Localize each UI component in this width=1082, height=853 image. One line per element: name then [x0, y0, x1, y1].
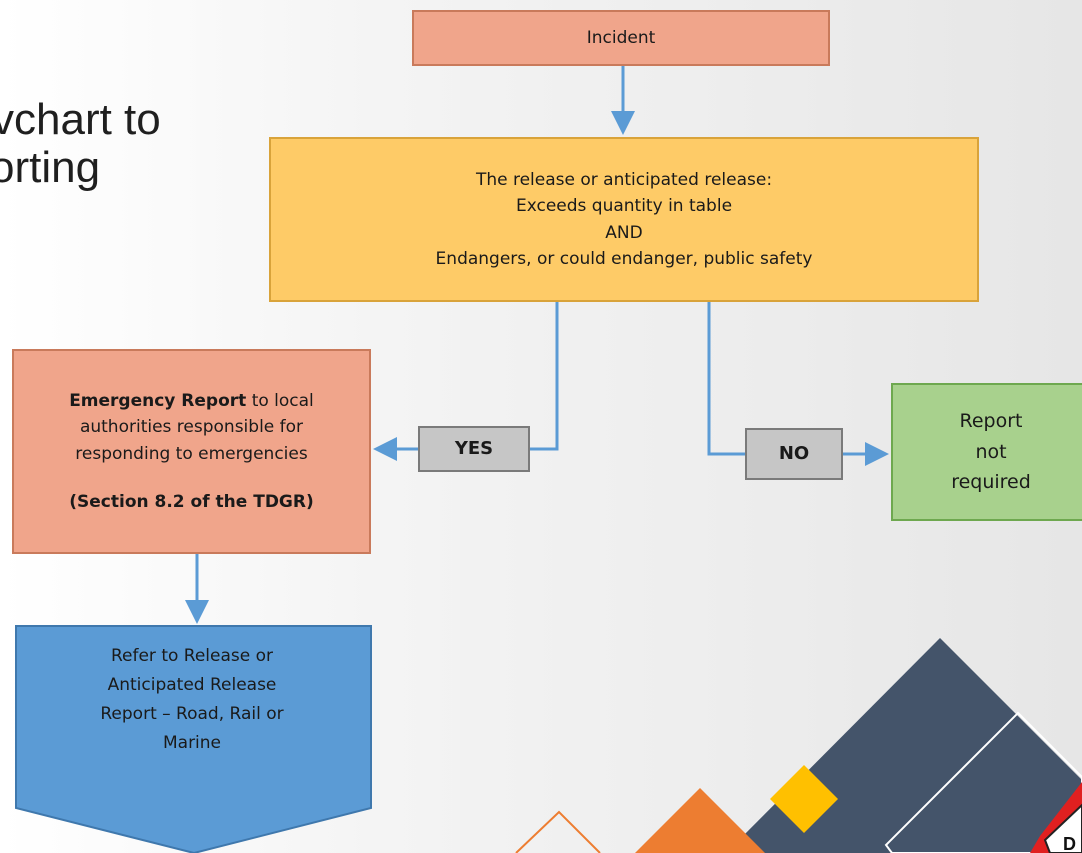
decorative-slate-diamond — [726, 638, 1082, 853]
decorative-orange-outline-triangle — [515, 810, 601, 853]
report-not-required-line-1: Report — [959, 410, 1023, 433]
condition-line-1: The release or anticipated release: — [475, 169, 773, 190]
decorative-yellow-square — [770, 765, 838, 833]
connector-condition-to-yes — [530, 302, 559, 451]
incident-box: Incident — [412, 10, 830, 66]
refer-pentagon-shape — [15, 625, 372, 853]
emergency-report-box: Emergency Report to local authorities re… — [12, 349, 371, 554]
incident-label: Incident — [586, 27, 656, 48]
refer-line-3: Report – Road, Rail or — [100, 703, 284, 724]
svg-text:D: D — [1063, 834, 1076, 853]
report-not-required-line-2: not — [975, 440, 1007, 463]
emergency-line-3: responding to emergencies — [75, 443, 308, 464]
refer-line-2: Anticipated Release — [107, 674, 277, 695]
no-decision-box: NO — [745, 428, 843, 480]
slide-title: vchart to orting — [0, 96, 240, 216]
refer-line-4: Marine — [162, 732, 222, 753]
yes-decision-box: YES — [418, 426, 530, 472]
emergency-line-1-rest: to local — [246, 390, 314, 411]
report-not-required-line-3: required — [951, 471, 1031, 494]
emergency-section-ref: (Section 8.2 of the TDGR) — [69, 491, 314, 512]
connector-condition-to-no — [707, 302, 745, 456]
decorative-white-outline-diamond — [884, 711, 1082, 853]
release-condition-box: The release or anticipated release: Exce… — [269, 137, 979, 302]
condition-line-3: AND — [605, 222, 643, 243]
emergency-line-1: Emergency Report to local — [69, 388, 314, 414]
slide-title-line-1: vchart to — [0, 96, 161, 144]
condition-line-4: Endangers, or could endanger, public saf… — [435, 248, 813, 269]
report-not-required-box: Report not required — [891, 383, 1082, 521]
condition-line-2: Exceeds quantity in table — [515, 196, 733, 217]
emergency-line-2: authorities responsible for — [79, 417, 304, 438]
slide-title-line-2: orting — [0, 142, 101, 192]
emergency-report-bold: Emergency Report — [69, 390, 247, 411]
refer-line-1: Refer to Release or — [110, 646, 274, 666]
decorative-orange-triangle — [635, 788, 765, 853]
yes-label: YES — [454, 438, 494, 460]
hazard-placard-logo: D — [1030, 782, 1082, 853]
refer-to-release-report-text: Refer to Release or Anticipated Release … — [20, 642, 364, 758]
no-label: NO — [778, 443, 810, 465]
